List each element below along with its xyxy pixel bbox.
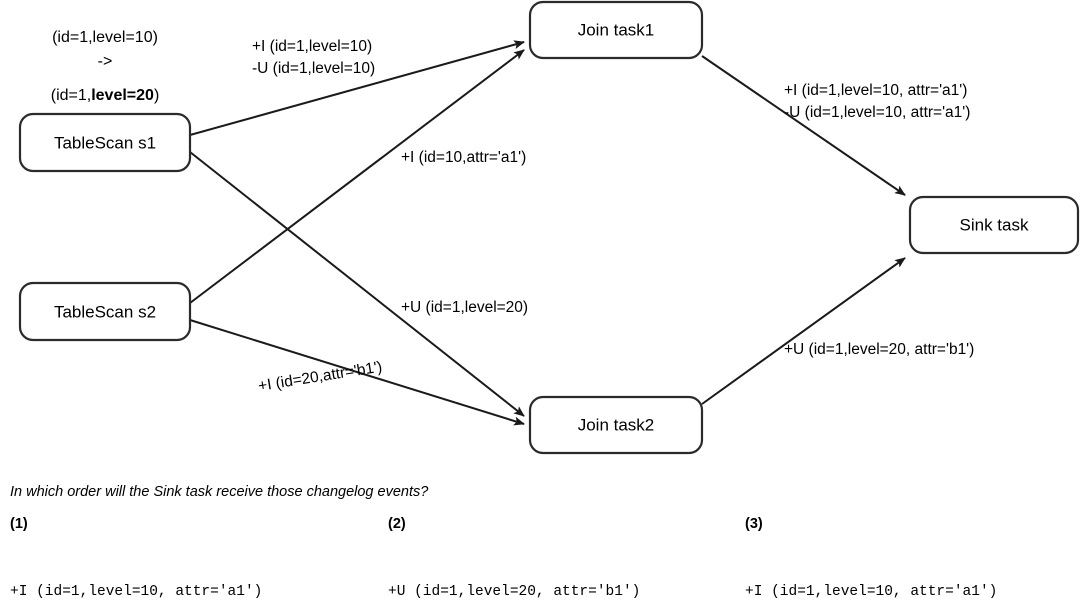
annotation-line-3: (id=1,level=20): [51, 87, 160, 104]
dataflow-diagram: (id=1,level=10) -> (id=1,level=20) +I (i…: [18, 0, 1080, 455]
annotation-line-2: ->: [98, 53, 113, 70]
annotation-line-3-bold: level=20: [91, 87, 154, 104]
node-tablescan-s2[interactable]: TableScan s2: [18, 281, 192, 342]
edge-s1-to-join2: [189, 151, 525, 417]
edge-s1-to-join1: [189, 40, 525, 136]
node-join-task1-box: [528, 0, 704, 60]
edge-s2-to-join2: [189, 319, 525, 426]
node-tablescan-s1-box: [18, 112, 192, 173]
edge-label-join2-sink: +U (id=1,level=20, attr='b1'): [784, 341, 974, 358]
edge-label-join1-sink-line2: -U (id=1,level=10, attr='a1'): [784, 104, 970, 121]
answer-option-1-title: (1): [10, 516, 28, 532]
answer-option-1-lines: +I (id=1,level=10, attr='a1') -U (id=1,l…: [10, 537, 262, 609]
edge-s2-to-join1: [189, 49, 525, 304]
answer-line: +I (id=1,level=10, attr='a1'): [10, 584, 263, 601]
annotation-line-3-suffix: ): [154, 87, 159, 104]
node-sink-task[interactable]: Sink task: [908, 195, 1080, 255]
node-tablescan-s1-label: TableScan s1: [54, 133, 156, 152]
answer-option-1[interactable]: (1) +I (id=1,level=10, attr='a1') -U (id…: [10, 516, 262, 609]
question-text: In which order will the Sink task receiv…: [10, 484, 429, 500]
edge-label-s1-join2: +U (id=1,level=20): [401, 299, 528, 316]
node-join-task1-label: Join task1: [578, 20, 655, 39]
edge-join1-to-sink: [701, 55, 906, 196]
node-join-task2[interactable]: Join task2: [528, 395, 704, 455]
answer-option-3-title: (3): [745, 516, 763, 532]
edge-label-s2-join1: +I (id=10,attr='a1'): [401, 149, 526, 166]
annotation-line-1: (id=1,level=10): [52, 29, 158, 46]
edge-label-s2-join2: +I (id=20,attr='b1'): [257, 359, 383, 395]
answer-option-3-lines: +I (id=1,level=10, attr='a1') +U (id=1,l…: [745, 537, 997, 609]
edge-label-s1-join1-line2: -U (id=1,level=10): [252, 60, 375, 77]
answer-option-3[interactable]: (3) +I (id=1,level=10, attr='a1') +U (id…: [745, 516, 997, 609]
node-join-task1[interactable]: Join task1: [528, 0, 704, 60]
node-tablescan-s2-label: TableScan s2: [54, 302, 156, 321]
answer-line: +U (id=1,level=20, attr='b1'): [388, 584, 641, 601]
answer-option-2[interactable]: (2) +U (id=1,level=20, attr='b1') +I (id…: [388, 516, 640, 609]
edge-label-s1-join1-line1: +I (id=1,level=10): [252, 38, 372, 55]
annotation-line-3-prefix: (id=1,: [51, 87, 91, 104]
node-sink-task-label: Sink task: [960, 215, 1029, 234]
answer-option-2-title: (2): [388, 516, 406, 532]
node-sink-task-box: [908, 195, 1080, 255]
answer-option-2-lines: +U (id=1,level=20, attr='b1') +I (id=1,l…: [388, 537, 640, 609]
edge-join2-to-sink: [701, 257, 906, 405]
edge-label-join1-sink-line1: +I (id=1,level=10, attr='a1'): [784, 82, 967, 99]
node-join-task2-box: [528, 395, 704, 455]
node-join-task2-label: Join task2: [578, 415, 655, 434]
answer-line: +I (id=1,level=10, attr='a1'): [745, 584, 998, 601]
node-tablescan-s1[interactable]: TableScan s1: [18, 112, 192, 173]
node-tablescan-s2-box: [18, 281, 192, 342]
